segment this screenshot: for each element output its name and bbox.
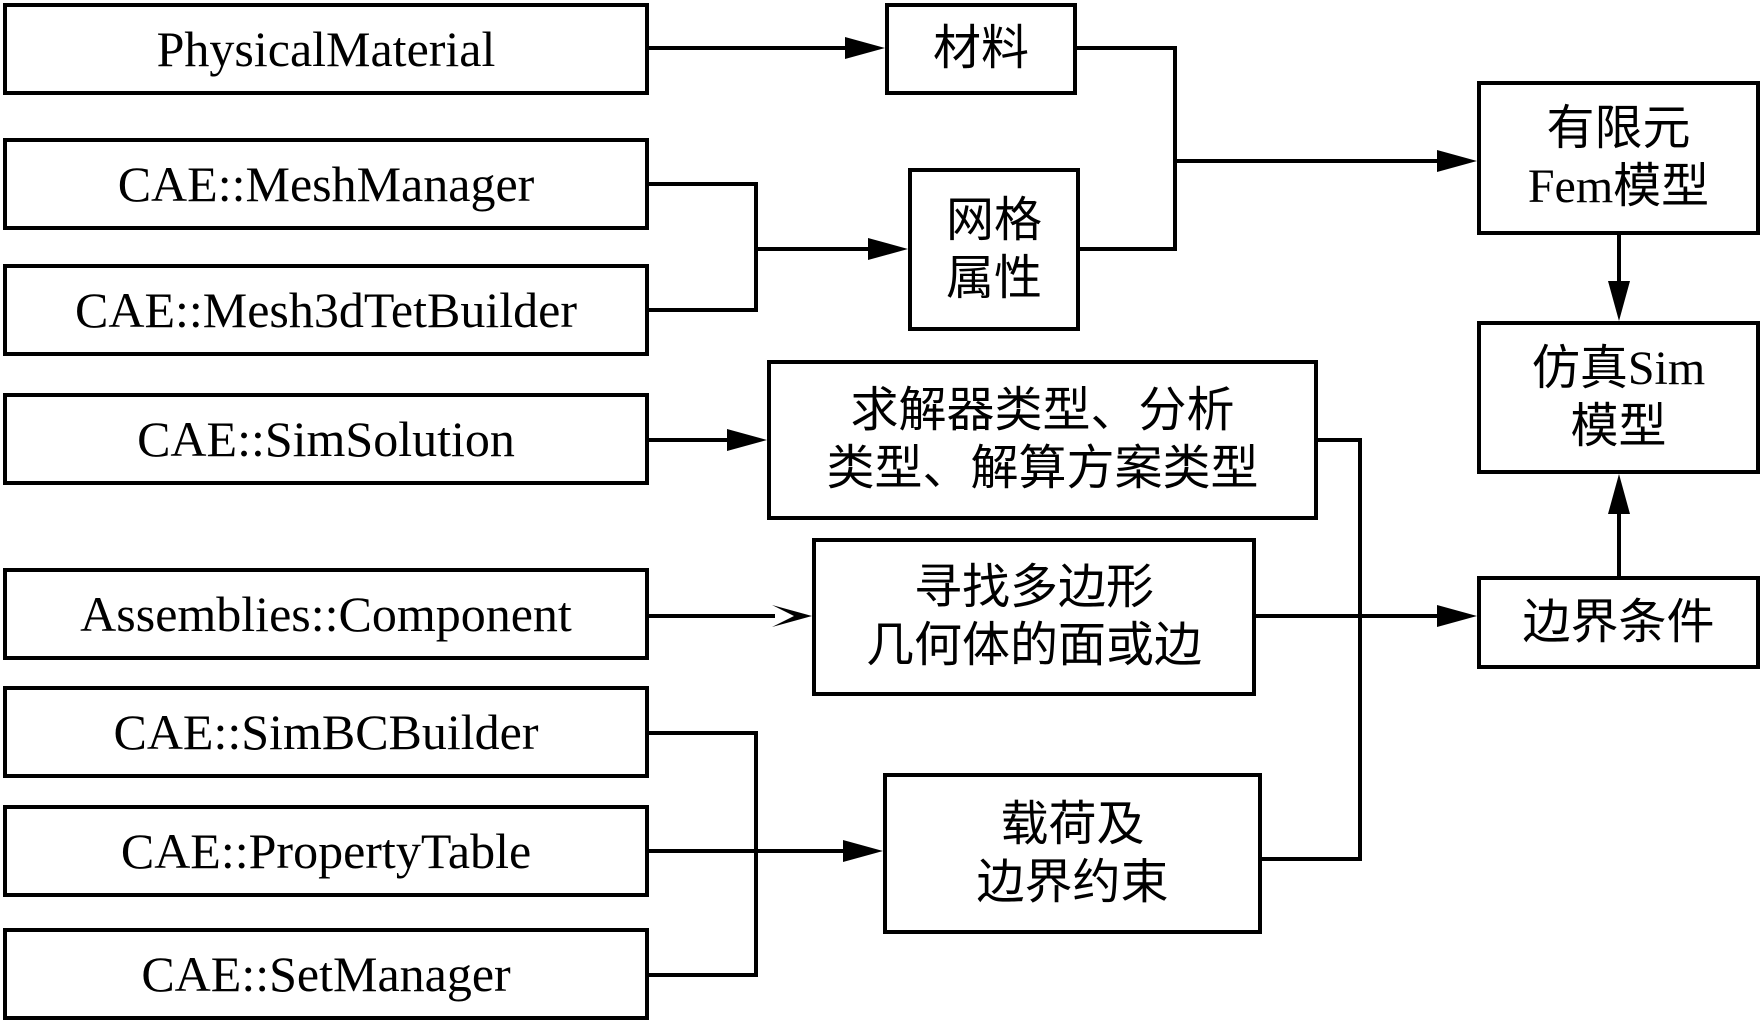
sim-model-label: 仿真Sim 模型 xyxy=(1531,341,1706,453)
arrowhead-to-sim-model-from-bc xyxy=(1608,474,1630,514)
mesh-manager-label: CAE::MeshManager xyxy=(117,156,535,212)
mesh3d-tet-builder-label: CAE::Mesh3dTetBuilder xyxy=(74,282,577,338)
arrowhead-to-find-faces xyxy=(772,605,812,627)
assemblies-component-box: Assemblies::Component xyxy=(3,568,649,660)
mesh-property-label: 网格 属性 xyxy=(945,193,1042,305)
mesh-manager-box: CAE::MeshManager xyxy=(3,138,649,230)
boundary-conditions-box: 边界条件 xyxy=(1477,576,1760,669)
fem-model-box: 有限元 Fem模型 xyxy=(1477,81,1760,235)
boundary-conditions-label: 边界条件 xyxy=(1522,595,1715,649)
line-material-to-merge xyxy=(1077,46,1177,251)
property-table-box: CAE::PropertyTable xyxy=(3,805,649,897)
find-faces-edges-box: 寻找多边形 几何体的面或边 xyxy=(812,538,1256,696)
solver-types-label: 求解器类型、分析 类型、解算方案类型 xyxy=(826,384,1259,495)
line-mesh-manager-bracket xyxy=(646,182,758,312)
sim-model-box: 仿真Sim 模型 xyxy=(1477,321,1760,474)
arrowhead-to-material xyxy=(845,37,885,59)
arrowhead-to-mesh-property xyxy=(868,238,908,260)
arrowhead-to-boundary-conditions xyxy=(1437,605,1477,627)
physical-material-box: PhysicalMaterial xyxy=(3,3,649,95)
arrowhead-to-solver-types xyxy=(727,429,767,451)
arrowhead-to-loads xyxy=(843,840,883,862)
material-label: 材料 xyxy=(932,22,1029,76)
find-faces-edges-label: 寻找多边形 几何体的面或边 xyxy=(865,561,1202,672)
line-bc-builders-bracket xyxy=(646,731,758,977)
fem-model-label: 有限元 Fem模型 xyxy=(1527,102,1710,213)
physical-material-label: PhysicalMaterial xyxy=(156,21,496,77)
set-manager-label: CAE::SetManager xyxy=(141,946,511,1002)
arrowhead-to-fem-model xyxy=(1437,150,1477,172)
assemblies-component-label: Assemblies::Component xyxy=(80,586,572,642)
loads-constraints-label: 载荷及 边界约束 xyxy=(976,797,1169,909)
set-manager-box: CAE::SetManager xyxy=(3,928,649,1020)
property-table-label: CAE::PropertyTable xyxy=(120,823,532,879)
sim-bc-builder-label: CAE::SimBCBuilder xyxy=(113,704,539,760)
material-box: 材料 xyxy=(885,3,1077,95)
line-solver-loads-merge xyxy=(1262,438,1362,861)
sim-bc-builder-box: CAE::SimBCBuilder xyxy=(3,686,649,778)
solver-types-box: 求解器类型、分析 类型、解算方案类型 xyxy=(767,360,1318,520)
sim-solution-label: CAE::SimSolution xyxy=(137,411,515,467)
loads-constraints-box: 载荷及 边界约束 xyxy=(883,773,1262,934)
mesh-property-box: 网格 属性 xyxy=(908,168,1080,331)
sim-solution-box: CAE::SimSolution xyxy=(3,393,649,485)
mesh3d-tet-builder-box: CAE::Mesh3dTetBuilder xyxy=(3,264,649,356)
arrowhead-to-sim-model-from-fem xyxy=(1608,281,1630,321)
